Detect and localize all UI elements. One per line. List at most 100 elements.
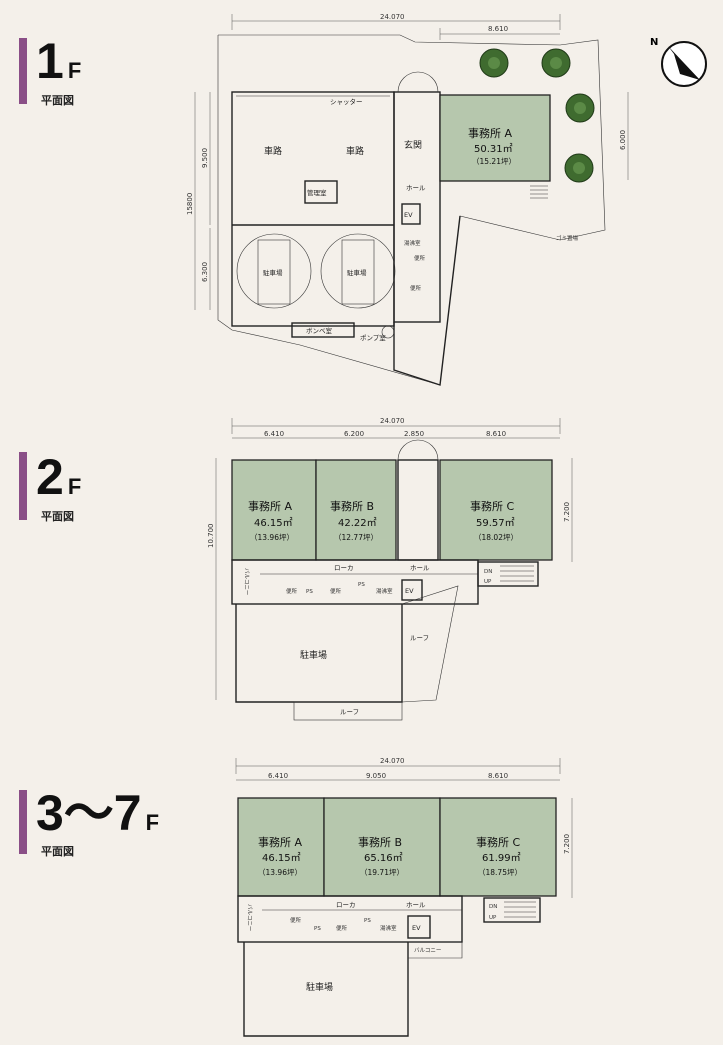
label-wc-1f-2: 便所 xyxy=(410,284,422,292)
label-storage-37f: 湯沸室 xyxy=(380,924,397,932)
office-37f-b-area: 65.16㎡ xyxy=(364,852,403,864)
label-balcony-2f: バルコニー xyxy=(243,568,250,595)
label-ev-37f: EV xyxy=(412,924,421,932)
tree-icon xyxy=(564,153,594,183)
office-37f-a-name: 事務所 A xyxy=(258,835,302,849)
office-37f-a-tsubo: （13.96坪） xyxy=(258,868,302,877)
label-wc-37f-1: 便所 xyxy=(290,916,302,924)
office-2f-a-name: 事務所 A xyxy=(248,499,292,513)
office-37f-c-tsubo: （18.75坪） xyxy=(478,868,522,877)
plan-label-1f: 平面図 xyxy=(41,94,74,107)
label-roof-2f-1: ルーフ xyxy=(410,634,429,642)
office-37f-c-name: 事務所 C xyxy=(476,835,520,849)
label-ev-2f: EV xyxy=(405,587,414,595)
dim-1f-left-lower: 6.300 xyxy=(201,262,209,282)
office-2f-b-name: 事務所 B xyxy=(330,499,374,513)
office-2f-c-name: 事務所 C xyxy=(470,499,514,513)
label-up-37f: UP xyxy=(489,915,497,921)
office-2f-a-tsubo: （13.96坪） xyxy=(250,533,294,542)
dim-1f-left-upper: 9.500 xyxy=(201,148,209,168)
label-road-1: 車路 xyxy=(264,145,282,157)
label-parking-37f: 駐車場 xyxy=(306,981,333,993)
plan-label-37f: 平面図 xyxy=(41,845,74,858)
section-bar-2f xyxy=(19,452,27,520)
office-37f-c-area: 61.99㎡ xyxy=(482,852,521,864)
office-1f-a-area: 50.31㎡ xyxy=(474,143,513,155)
plan-label-2f: 平面図 xyxy=(41,510,74,523)
compass-north-label: N xyxy=(650,37,658,48)
office-2f-b xyxy=(315,459,397,561)
dim-2f-left: 10.700 xyxy=(207,524,215,549)
section-bar-37f xyxy=(19,790,27,854)
label-trash: ゴミ置場 xyxy=(556,234,579,242)
compass-icon: N xyxy=(650,37,707,87)
dim-37f-b: 9.050 xyxy=(366,772,386,780)
label-ps-37f-1: PS xyxy=(314,926,321,932)
label-ev-1f: EV xyxy=(404,211,413,219)
label-dn-2f: DN xyxy=(484,569,492,575)
floorplan-3-7f: 24.070 6.410 9.050 8.610 7.200 事務所 A 46.… xyxy=(235,757,573,1037)
dim-1f-total: 24.070 xyxy=(380,13,405,21)
label-road-2: 車路 xyxy=(346,145,364,157)
label-shutter: シャッター xyxy=(330,97,363,106)
label-up-2f: UP xyxy=(484,579,492,585)
label-dn-37f: DN xyxy=(489,904,497,910)
tree-icon xyxy=(565,93,595,123)
dim-1f-right-side: 6.000 xyxy=(619,130,627,150)
dim-2f-d: 8.610 xyxy=(486,430,506,438)
office-2f-b-tsubo: （12.77坪） xyxy=(334,533,378,542)
dim-37f-a: 6.410 xyxy=(268,772,288,780)
office-1f-a-tsubo: （15.21坪） xyxy=(472,157,516,166)
label-balcony-37f-1: バルコニー xyxy=(246,904,253,931)
dim-2f-c: 2.850 xyxy=(404,430,424,438)
office-2f-a-area: 46.15㎡ xyxy=(254,517,293,529)
label-ps-37f-2: PS xyxy=(364,918,371,924)
floorplan-1f: 24.070 8.610 15800 9.500 6.300 6.000 事務所… xyxy=(186,13,707,386)
label-wc-37f-2: 便所 xyxy=(336,924,348,932)
tree-icon xyxy=(541,48,571,78)
office-2f-c xyxy=(439,459,553,561)
label-balcony-37f-2: バルコニー xyxy=(414,947,441,954)
label-ps-2f-2: PS xyxy=(358,582,365,588)
office-2f-c-area: 59.57㎡ xyxy=(476,517,515,529)
dim-1f-left-total: 15800 xyxy=(186,193,194,215)
label-hall-1f: ホール xyxy=(406,184,426,192)
label-entrance: 玄関 xyxy=(404,139,422,151)
office-1f-a xyxy=(439,94,551,182)
office-37f-b-name: 事務所 B xyxy=(358,835,402,849)
office-2f-a xyxy=(231,459,317,561)
label-mgmt-room: 管理室 xyxy=(307,188,327,197)
dim-2f-a: 6.410 xyxy=(264,430,284,438)
dim-37f-right: 7.200 xyxy=(563,834,571,854)
office-1f-a-name: 事務所 A xyxy=(468,126,512,140)
label-parking-1f-1: 駐車場 xyxy=(263,268,283,277)
dim-1f-right: 8.610 xyxy=(488,25,508,33)
floorplan-2f: 24.070 6.410 6.200 2.850 8.610 10.700 7.… xyxy=(207,417,573,721)
label-roof-2f-2: ルーフ xyxy=(340,708,359,716)
label-hall-2f: ホール xyxy=(410,564,430,572)
office-37f-a-area: 46.15㎡ xyxy=(262,852,301,864)
label-parking-1f-2: 駐車場 xyxy=(347,268,367,277)
label-storage-2f: 湯沸室 xyxy=(376,587,393,595)
label-corridor-37f: ローカ xyxy=(336,901,356,909)
dim-37f-c: 8.610 xyxy=(488,772,508,780)
dim-2f-total: 24.070 xyxy=(380,417,405,425)
label-wc-1f-1: 便所 xyxy=(414,254,426,262)
label-ps-2f-1: PS xyxy=(306,589,313,595)
dim-37f-total: 24.070 xyxy=(380,757,405,765)
label-hall-37f: ホール xyxy=(406,901,426,909)
office-37f-b xyxy=(323,797,441,897)
dim-2f-right: 7.200 xyxy=(563,502,571,522)
label-cylinder-room: ボンベ室 xyxy=(306,326,333,335)
tree-icon xyxy=(479,48,509,78)
label-wc-2f-1: 便所 xyxy=(286,587,298,595)
dim-2f-b: 6.200 xyxy=(344,430,364,438)
label-storage-1f: 湯沸室 xyxy=(404,239,421,247)
label-corridor-2f: ローカ xyxy=(334,564,354,572)
section-bar-1f xyxy=(19,38,27,104)
label-parking-2f: 駐車場 xyxy=(300,649,327,661)
label-wc-2f-2: 便所 xyxy=(330,587,342,595)
